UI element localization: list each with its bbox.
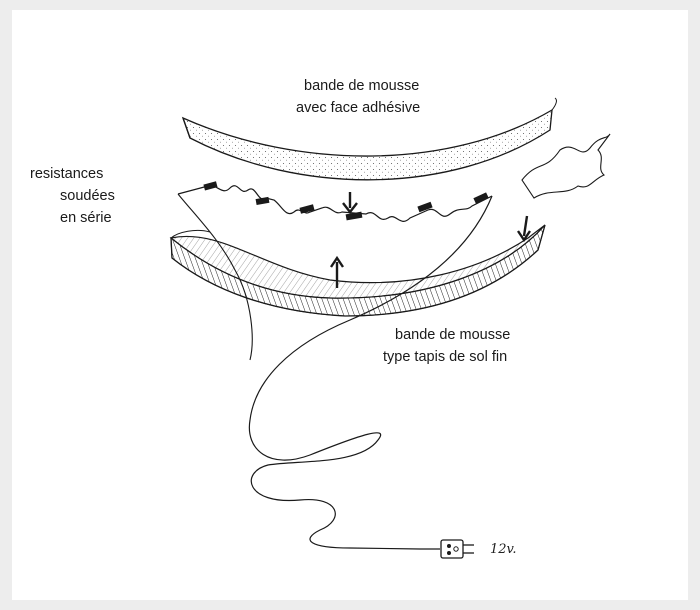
resistor-1: [203, 181, 217, 190]
arrow-down-backing: [518, 216, 530, 240]
label-top-foam-line1: bande de mousse: [304, 76, 419, 96]
label-resistors-line1: resistances: [30, 164, 103, 184]
adhesive-backing-piece: [522, 134, 610, 198]
power-cable: [249, 196, 492, 549]
label-resistors-line3: en série: [60, 208, 112, 228]
resistor-2: [256, 197, 270, 205]
label-voltage: 12v.: [490, 540, 516, 560]
arrow-down-resistor: [343, 192, 357, 212]
label-resistors-line2: soudées: [60, 186, 115, 206]
plug-icon: [441, 540, 474, 558]
resistor-chain: [178, 181, 492, 221]
label-bottom-foam-line1: bande de mousse: [395, 325, 510, 345]
label-bottom-foam-line2: type tapis de sol fin: [383, 347, 507, 367]
label-top-foam-line2: avec face adhésive: [296, 98, 420, 118]
resistor-5: [417, 202, 432, 212]
bottom-foam-strip: [171, 225, 545, 316]
